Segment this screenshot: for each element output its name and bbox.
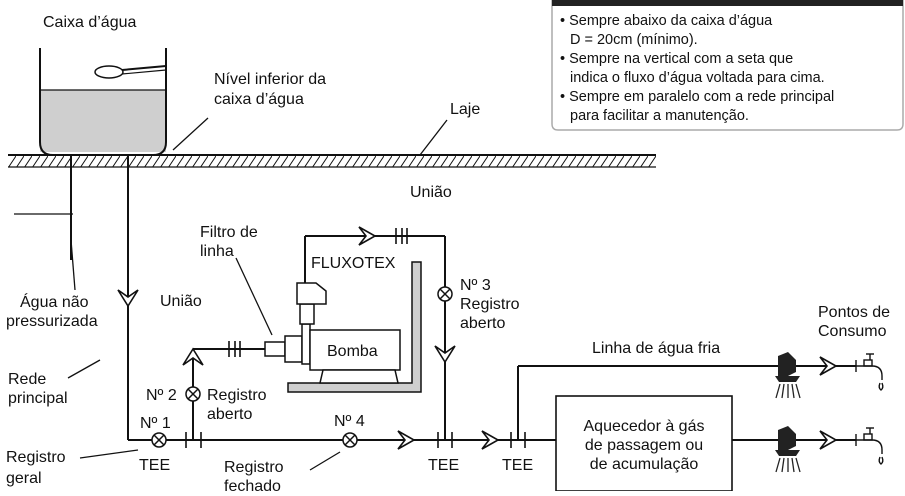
valve-n3-icon [437, 286, 453, 302]
shower-top-icon [775, 352, 801, 399]
tee-1-label: TEE [139, 457, 170, 474]
uniao-left-label: União [160, 293, 202, 310]
pump-base [319, 369, 399, 384]
tee-1-icon [185, 432, 202, 448]
heater-label-2: de passagem ou [585, 437, 703, 454]
n4-label: Nº 4 [334, 413, 365, 430]
valve-n2-icon [185, 386, 201, 402]
arrow-right-icon [358, 226, 377, 246]
pontos-label-1: Pontos de [818, 304, 890, 321]
rede-label-1: Rede [8, 371, 46, 388]
note-line-1: • Sempre abaixo da caixa d’água [560, 13, 773, 29]
note-line-4: indica o fluxo d’água voltada para cima. [570, 70, 825, 86]
linha-fria-label: Linha de água fria [592, 340, 720, 357]
n3-registro-label: Registro [460, 296, 520, 313]
pump-body [309, 329, 401, 371]
valves [151, 286, 453, 448]
rede-label-2: principal [8, 390, 68, 407]
flow-arrows [117, 226, 838, 450]
laje-label: Laje [450, 101, 480, 118]
union-top-icon [395, 228, 408, 244]
slab [8, 154, 656, 168]
shower-bottom-icon [775, 426, 801, 473]
n2-label: Nº 2 [146, 387, 177, 404]
filtro-label-1: Filtro de [200, 224, 258, 241]
pump-assembly: Bomba [264, 261, 422, 393]
registro-fechado-label-2: fechado [224, 478, 281, 491]
faucet-top-icon [855, 353, 884, 391]
n1-label: Nº 1 [140, 415, 171, 432]
heater-label-1: Aquecedor à gás [584, 418, 705, 435]
tee-3-icon [510, 432, 526, 448]
arrow-right-icon [819, 356, 838, 376]
labels: Nível inferior da caixa d’água Laje Uniã… [6, 71, 890, 495]
tank-label: Caixa d’água [43, 14, 137, 31]
n2-aberto-label: aberto [207, 406, 252, 423]
fluxotex-label: FLUXOTEX [311, 255, 396, 272]
tee-2-icon [437, 432, 453, 448]
registro-fechado-label-1: Registro [224, 459, 284, 476]
registro-geral-label-2: geral [6, 470, 42, 487]
pontos-label-2: Consumo [818, 323, 887, 340]
agua-label-2: pressurizada [6, 313, 98, 330]
arrow-down-icon [117, 289, 139, 308]
union-left-icon [228, 341, 241, 357]
agua-label-1: Água não [20, 292, 89, 311]
n2-registro-label: Registro [207, 387, 267, 404]
note-line-6: para facilitar a manutenção. [570, 108, 749, 124]
registro-geral-label-1: Registro [6, 449, 66, 466]
nivel-label-2: caixa d’água [214, 91, 304, 108]
n3-label: Nº 3 [460, 277, 491, 294]
valve-registro-geral-icon [151, 432, 167, 448]
heater: Aquecedor à gás de passagem ou de acumul… [555, 395, 733, 492]
water-tank: Caixa d’água [39, 14, 167, 156]
nivel-label-1: Nível inferior da [214, 71, 326, 88]
note-line-5: • Sempre em paralelo com a rede principa… [560, 89, 834, 105]
valve-n4-icon [342, 432, 358, 448]
heater-label-3: de acumulação [590, 456, 699, 473]
arrow-right-icon [481, 430, 500, 450]
arrow-up-icon [182, 347, 204, 366]
uniao-top-label: União [410, 184, 452, 201]
arrow-right-icon [819, 430, 838, 450]
notes-box: • Sempre abaixo da caixa d’água D = 20cm… [551, 0, 904, 131]
note-line-2: D = 20cm (mínimo). [570, 32, 698, 48]
line-filter-icon [264, 341, 286, 357]
n3-aberto-label: aberto [460, 315, 505, 332]
faucet-bottom-icon [855, 427, 884, 465]
fittings [185, 228, 526, 448]
arrow-right-icon [397, 430, 416, 450]
float-valve-icon [94, 65, 124, 79]
filtro-label-2: linha [200, 243, 234, 260]
fluxotex-valve-icon [296, 282, 327, 305]
note-line-3: • Sempre na vertical com a seta que [560, 51, 793, 67]
wall-bracket [287, 261, 422, 393]
tee-3-label: TEE [502, 457, 533, 474]
pump-label: Bomba [327, 343, 378, 360]
tee-2-label: TEE [428, 457, 459, 474]
arrow-down-icon [434, 345, 456, 364]
